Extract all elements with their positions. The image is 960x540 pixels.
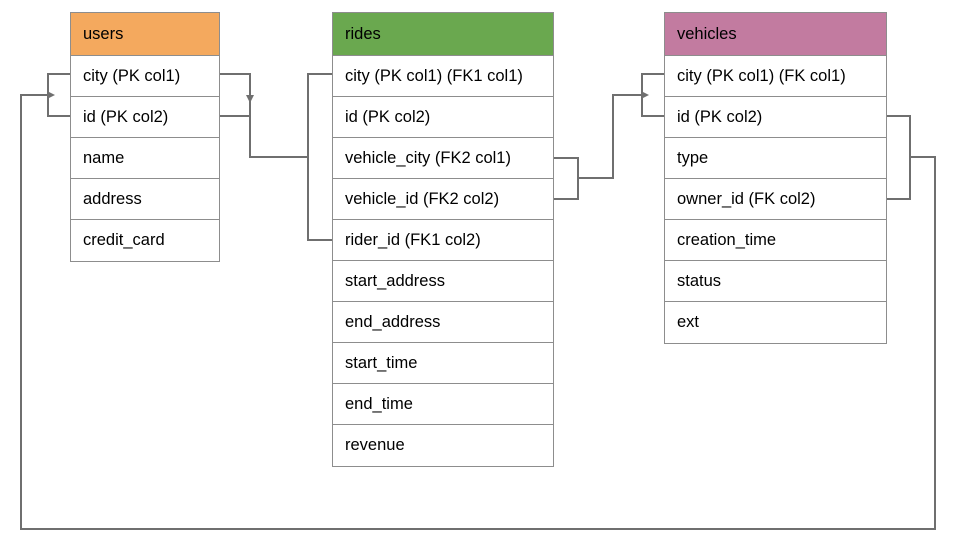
table-vehicles[interactable]: vehicles city (PK col1) (FK col1) id (PK…	[664, 12, 887, 344]
bracket-vehicles-left	[641, 73, 664, 117]
table-rides-column-end-address[interactable]: end_address	[333, 302, 553, 343]
table-users-column-address[interactable]: address	[71, 179, 219, 220]
table-users-column-city[interactable]: city (PK col1)	[71, 56, 219, 97]
table-rides-column-city[interactable]: city (PK col1) (FK1 col1)	[333, 56, 553, 97]
table-vehicles-column-creation-time[interactable]: creation_time	[665, 220, 886, 261]
table-vehicles-column-city[interactable]: city (PK col1) (FK col1)	[665, 56, 886, 97]
table-rides-column-revenue[interactable]: revenue	[333, 425, 553, 466]
table-vehicles-column-id[interactable]: id (PK col2)	[665, 97, 886, 138]
bracket-rides-fk1	[307, 73, 332, 241]
table-vehicles-column-ext[interactable]: ext	[665, 302, 886, 343]
edge-rides-fk2-to-vehicles	[578, 91, 649, 179]
edge-rides-fk1-to-users	[246, 95, 308, 158]
table-rides-column-vehicle-id[interactable]: vehicle_id (FK2 col2)	[333, 179, 553, 220]
table-users-column-credit-card[interactable]: credit_card	[71, 220, 219, 261]
table-rides-column-start-time[interactable]: start_time	[333, 343, 553, 384]
table-users[interactable]: users city (PK col1) id (PK col2) name a…	[70, 12, 220, 262]
bracket-users-right	[220, 73, 251, 117]
table-users-title: users	[71, 13, 219, 56]
table-users-column-name[interactable]: name	[71, 138, 219, 179]
table-users-column-id[interactable]: id (PK col2)	[71, 97, 219, 138]
table-rides-column-start-address[interactable]: start_address	[333, 261, 553, 302]
bracket-rides-fk2	[554, 157, 579, 200]
table-vehicles-title: vehicles	[665, 13, 886, 56]
table-vehicles-column-owner-id[interactable]: owner_id (FK col2)	[665, 179, 886, 220]
table-rides-column-id[interactable]: id (PK col2)	[333, 97, 553, 138]
table-rides-title: rides	[333, 13, 553, 56]
table-rides-column-rider-id[interactable]: rider_id (FK1 col2)	[333, 220, 553, 261]
table-vehicles-column-type[interactable]: type	[665, 138, 886, 179]
table-rides[interactable]: rides city (PK col1) (FK1 col1) id (PK c…	[332, 12, 554, 467]
table-vehicles-column-status[interactable]: status	[665, 261, 886, 302]
table-rides-column-end-time[interactable]: end_time	[333, 384, 553, 425]
bracket-users-left	[47, 73, 70, 117]
table-rides-column-vehicle-city[interactable]: vehicle_city (FK2 col1)	[333, 138, 553, 179]
bracket-vehicles-right	[887, 115, 911, 200]
